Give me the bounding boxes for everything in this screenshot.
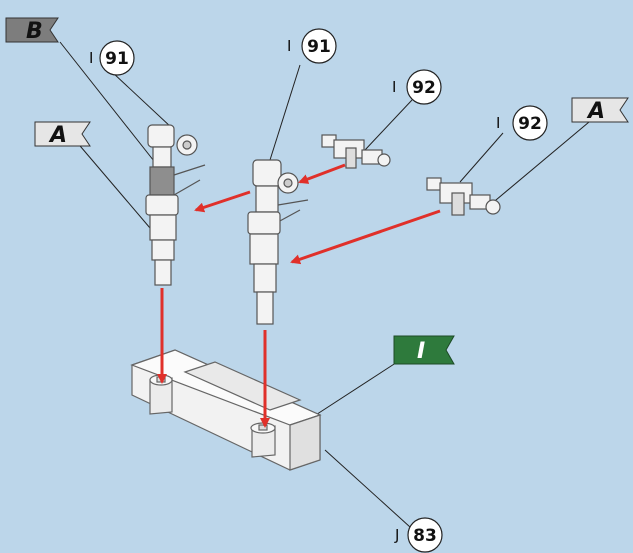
callout-right-92: I 92	[496, 105, 548, 141]
arrow-mid-to-left	[194, 190, 251, 213]
flag-a-right: A	[571, 97, 629, 124]
svg-text:I: I	[392, 78, 396, 96]
leader-lines	[59, 41, 596, 528]
flag-a-left-label: A	[48, 123, 67, 148]
flag-assembly-i: I	[393, 335, 455, 365]
flag-assembly-label: I	[417, 339, 425, 364]
arrow-right-clamp-to-middle	[290, 209, 441, 265]
svg-text:I: I	[496, 114, 500, 132]
flag-b-label: B	[26, 19, 43, 44]
callout-base-83: J 83	[394, 517, 443, 553]
arrow-small-clamp-to-middle	[298, 163, 346, 184]
flag-a-left: A	[34, 121, 91, 148]
svg-text:J: J	[394, 526, 399, 544]
svg-text:I: I	[287, 37, 291, 55]
middle-column-part	[247, 159, 309, 325]
callout-left-number: 91	[105, 49, 129, 69]
callout-mid-91: I 91	[287, 28, 337, 64]
callout-small-92: I 92	[392, 69, 442, 105]
callout-left-91: I 91	[89, 40, 135, 76]
assembly-arrows	[157, 163, 441, 428]
svg-text:I: I	[89, 49, 93, 67]
callout-small-number: 92	[412, 78, 436, 98]
base-rail-part	[130, 349, 322, 471]
left-column-part	[145, 124, 206, 286]
callout-right-number: 92	[518, 114, 542, 134]
callout-mid-number: 91	[307, 37, 331, 57]
small-clamp-part	[321, 134, 391, 169]
right-clamp-part	[426, 177, 501, 216]
flag-b: B	[5, 17, 59, 44]
flag-a-right-label: A	[586, 99, 605, 124]
callout-base-number: 83	[413, 526, 437, 546]
